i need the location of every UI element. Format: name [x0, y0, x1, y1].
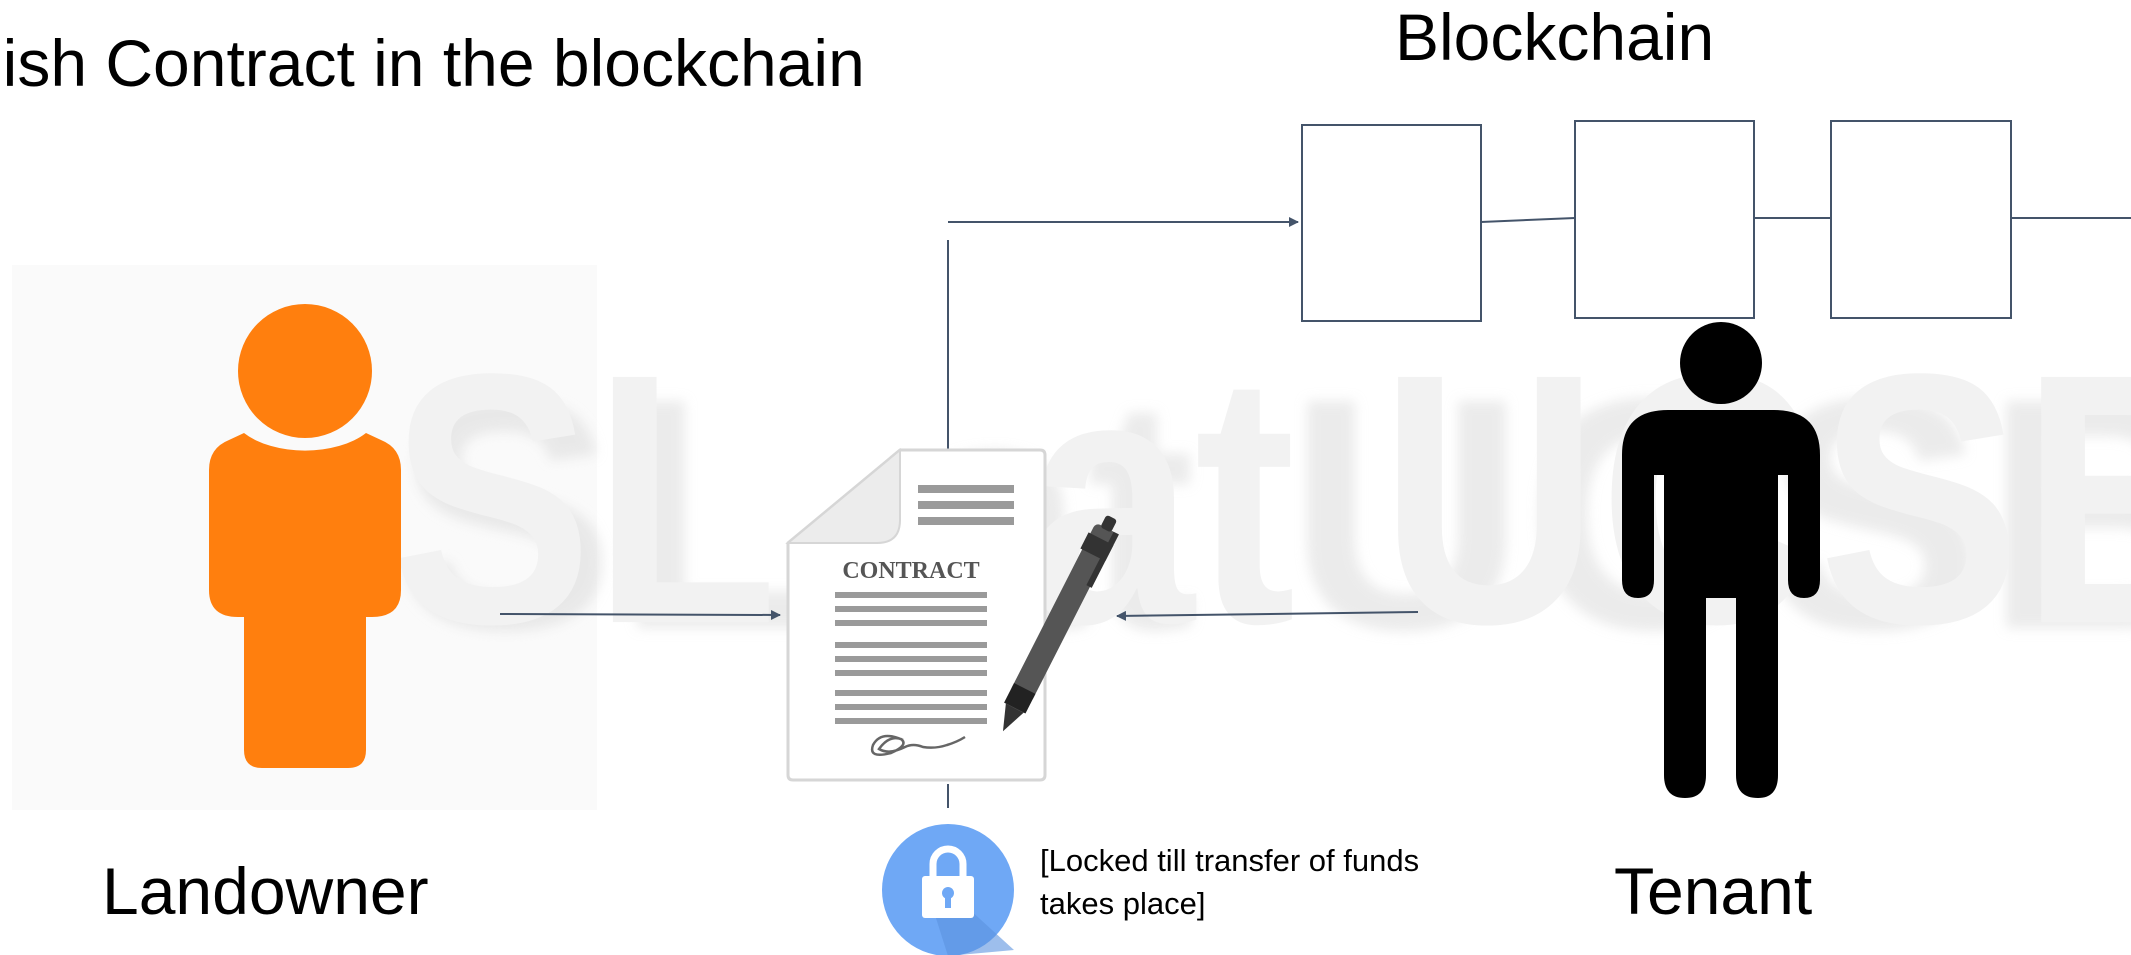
chain-links [1480, 217, 2131, 223]
page-title: lish Contract in the blockchain [0, 26, 865, 100]
tenant-body [1622, 410, 1820, 798]
blockchain-label: Blockchain [1395, 0, 1715, 74]
landowner-label: Landowner [102, 854, 429, 928]
tenant-label: Tenant [1614, 854, 1813, 928]
tenant-head [1680, 322, 1762, 404]
blockchain-blocks [1301, 120, 2012, 322]
watermark-logo: SL at UCSB SL . at UCSB [390, 300, 2131, 698]
landowner-head [238, 304, 372, 438]
lock-note: [Locked till transfer of funds takes pla… [1040, 843, 1420, 921]
block-1 [1301, 124, 1482, 322]
landowner-arrow [499, 609, 781, 620]
contract-document-icon: CONTRACT [785, 447, 1047, 782]
svg-text:SL at UCSB: SL at UCSB [395, 329, 2131, 698]
block-3 [1830, 120, 2012, 319]
svg-text:SL . at UCSB: SL . at UCSB [390, 300, 2131, 698]
signature-mark [870, 734, 966, 756]
pen-icon [1002, 515, 1119, 732]
lock-icon [882, 824, 1014, 955]
tenant-arrow [1116, 610, 1419, 621]
landowner-figure [209, 304, 401, 768]
tenant-figure [1622, 322, 1820, 798]
connectors [499, 217, 1419, 808]
block-2 [1574, 120, 1755, 319]
contract-heading: CONTRACT [842, 558, 979, 584]
landowner-body [209, 433, 401, 768]
